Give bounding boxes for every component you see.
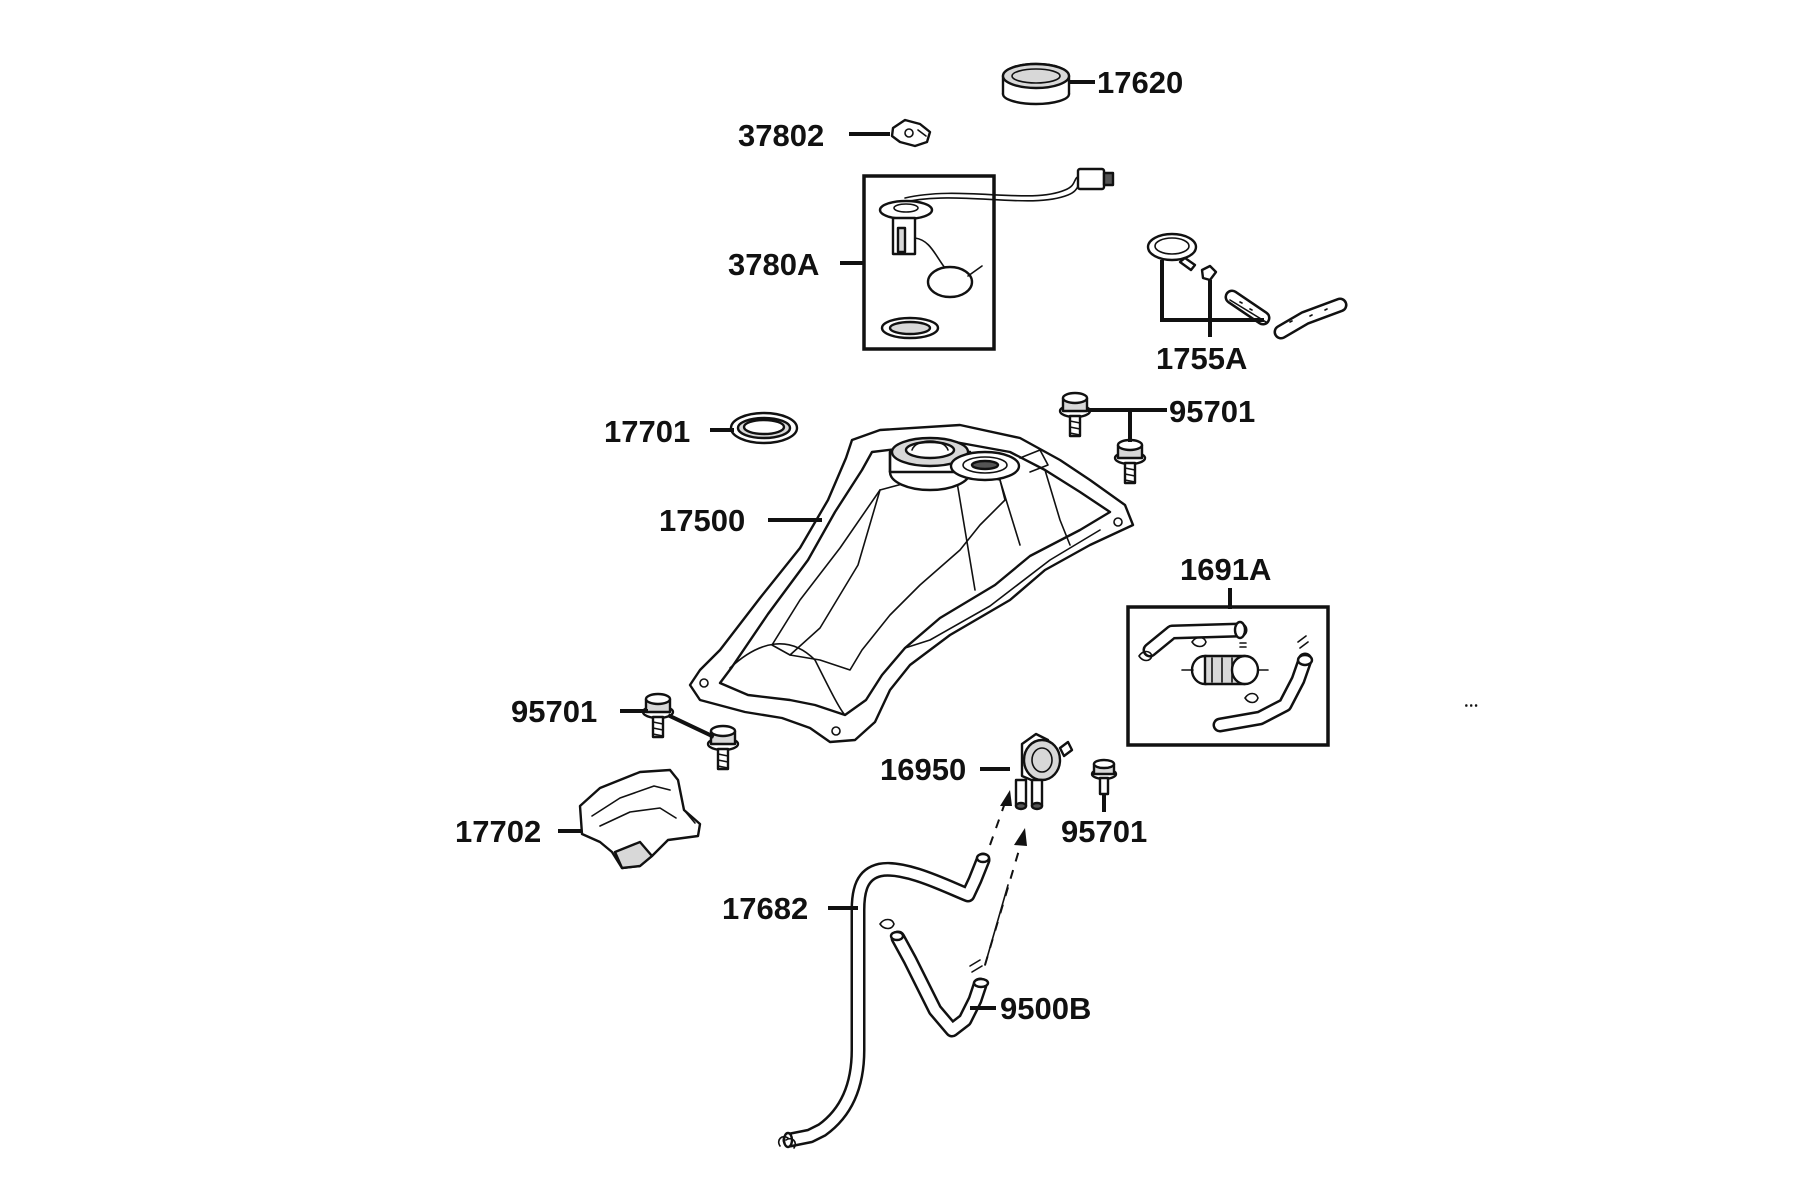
fuel-hose-icon[interactable]	[777, 852, 991, 1149]
assembly-arrow-icon	[984, 790, 1027, 966]
fuel-filter-kit-icon[interactable]	[1126, 605, 1330, 747]
vent-hose-icon[interactable]	[879, 918, 990, 1038]
part-label-37802[interactable]: 37802	[738, 118, 824, 153]
part-label-17702[interactable]: 17702	[455, 814, 541, 849]
fuel-pump-assembly-icon[interactable]	[862, 167, 1115, 351]
part-label-17620[interactable]: 17620	[1097, 65, 1183, 100]
part-label-1755A[interactable]: 1755A	[1156, 341, 1247, 376]
flange-bolt-icon[interactable]	[1113, 438, 1147, 485]
part-label-17701[interactable]: 17701	[604, 414, 690, 449]
part-label-9500B[interactable]: 9500B	[1000, 991, 1091, 1026]
part-label-16950[interactable]: 16950	[880, 752, 966, 787]
connector-clip-icon[interactable]	[890, 118, 932, 148]
fuel-cap-icon[interactable]	[1001, 62, 1071, 106]
filter-kit-box	[1126, 605, 1330, 747]
part-label-95701-right[interactable]: 95701	[1061, 814, 1147, 849]
flange-bolt-icon[interactable]	[1058, 391, 1092, 438]
part-label-1691A[interactable]: 1691A	[1180, 552, 1271, 587]
clamp-and-hose-icon[interactable]	[1146, 232, 1348, 340]
part-label-17500[interactable]: 17500	[659, 503, 745, 538]
flange-bolt-icon[interactable]	[641, 692, 675, 739]
flange-bolt-icon[interactable]	[706, 724, 740, 771]
part-label-95701-top[interactable]: 95701	[1169, 394, 1255, 429]
part-label-3780A[interactable]: 3780A	[728, 247, 819, 282]
leader-95701-left	[620, 709, 715, 739]
leader-1755A-bracket	[1160, 260, 1264, 322]
fuel-tank-icon[interactable]	[688, 423, 1135, 744]
leader-95701-top	[1088, 408, 1167, 442]
part-label-17682[interactable]: 17682	[722, 891, 808, 926]
scan-mark: · · ·	[1465, 701, 1477, 710]
fuel-valve-icon[interactable]	[1014, 732, 1074, 811]
gasket-ring-icon[interactable]	[729, 411, 799, 445]
heat-shield-icon[interactable]	[578, 768, 702, 870]
flange-bolt-icon[interactable]	[1090, 758, 1118, 796]
part-label-95701-left[interactable]: 95701	[511, 694, 597, 729]
